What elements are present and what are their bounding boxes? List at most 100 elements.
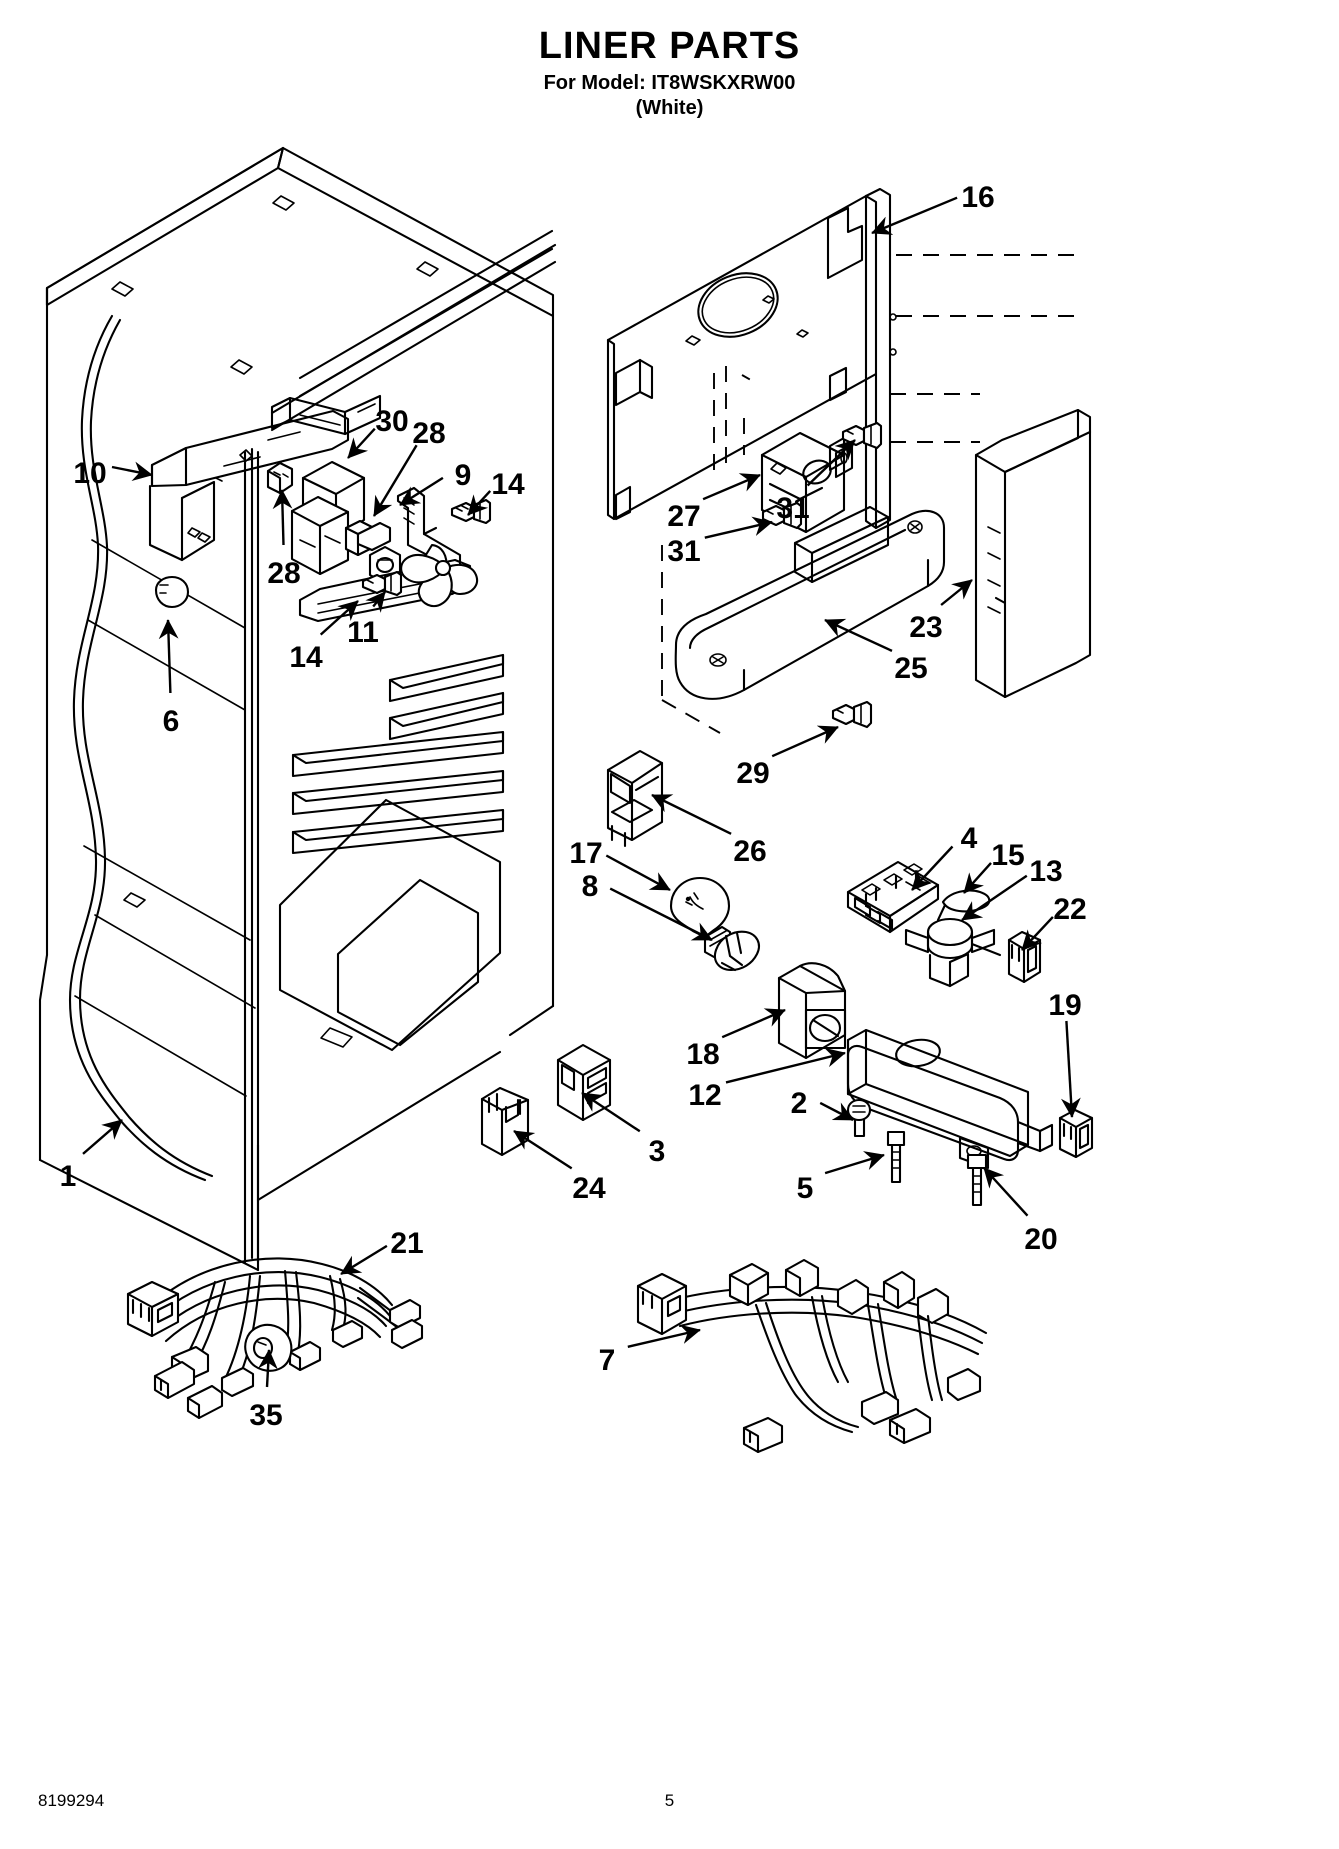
- callout-label-c31[interactable]: 31: [776, 492, 809, 525]
- callout-label-c20[interactable]: 20: [1024, 1223, 1057, 1256]
- callout-leader-8: [609, 887, 713, 942]
- callout-label-c26[interactable]: 26: [733, 835, 766, 868]
- callout-label-c5[interactable]: 5: [797, 1172, 814, 1205]
- callout-label-c35[interactable]: 35: [249, 1399, 282, 1432]
- callout-leader-10: [111, 461, 153, 482]
- part-12-control-pan: [846, 1028, 1054, 1170]
- callout-label-c28[interactable]: 28: [412, 417, 445, 450]
- callout-label-c7[interactable]: 7: [599, 1344, 616, 1377]
- callout-label-c14b[interactable]: 14: [289, 641, 323, 674]
- cabinet-liner-part-1: [38, 146, 557, 1272]
- part-31-screw-upper: [841, 421, 883, 450]
- callout-label-c13[interactable]: 13: [1029, 855, 1062, 888]
- callout-label-c18[interactable]: 18: [686, 1038, 719, 1071]
- part-8-socket: [713, 930, 760, 972]
- callout-leader-1: [82, 1119, 123, 1155]
- callout-label-c16[interactable]: 16: [961, 181, 994, 214]
- callout-leader-23: [940, 579, 973, 606]
- callout-leader-11: [365, 591, 386, 613]
- callout-label-c17[interactable]: 17: [569, 837, 602, 870]
- callout-label-c28b[interactable]: 28: [267, 557, 300, 590]
- callout-label-c10[interactable]: 10: [73, 457, 106, 490]
- callout-leader-13: [961, 874, 1028, 921]
- callout-label-c12[interactable]: 12: [688, 1079, 721, 1112]
- part-15-gasket: [941, 889, 991, 913]
- callout-leader-28: [372, 444, 418, 517]
- air-duct-cover-part-23: [674, 505, 946, 700]
- callout-label-c19[interactable]: 19: [1048, 989, 1081, 1022]
- callout-leader-15: [963, 862, 992, 894]
- callout-label-c4[interactable]: 4: [961, 822, 978, 855]
- part-35-round-connector: [244, 1323, 293, 1372]
- callout-label-c22[interactable]: 22: [1053, 893, 1086, 926]
- callout-leader-21: [340, 1244, 388, 1276]
- callout-leader-14: [319, 600, 359, 636]
- rear-panel-part-16: [606, 187, 897, 530]
- callout-leader-6: [158, 619, 179, 694]
- part-19-connector: [1058, 1108, 1094, 1159]
- callout-leader-35: [258, 1349, 278, 1388]
- part-11-screw: [361, 570, 403, 597]
- callout-leader-19: [1061, 1020, 1081, 1118]
- part-28-grommet-upper: [266, 461, 294, 495]
- callout-label-c27[interactable]: 27: [667, 500, 700, 533]
- callout-leader-27: [702, 473, 761, 501]
- part-6-plug: [154, 575, 190, 609]
- callout-label-c8[interactable]: 8: [582, 870, 599, 903]
- callout-leader-3: [581, 1091, 641, 1133]
- callout-label-c24[interactable]: 24: [572, 1172, 606, 1205]
- callout-leader-18: [721, 1008, 786, 1039]
- callout-label-c9[interactable]: 9: [455, 459, 472, 492]
- part-3-connector: [556, 1043, 612, 1122]
- callout-leader-28: [272, 489, 293, 546]
- callout-label-c31b[interactable]: 31: [667, 535, 700, 568]
- callout-leader-22: [1021, 916, 1054, 951]
- part-18-light-housing: [777, 962, 847, 1060]
- page-footer: 8199294 5: [0, 1791, 1339, 1815]
- footer-part-number: 8199294: [38, 1791, 105, 1810]
- callout-leader-5: [824, 1151, 885, 1175]
- callout-leader-7: [627, 1324, 701, 1348]
- callout-label-c23[interactable]: 23: [909, 611, 942, 644]
- part-26-clip: [606, 749, 664, 848]
- evaporator-cover-panel: [974, 408, 1092, 699]
- part-5-screw: [886, 1130, 906, 1184]
- callout-label-c2[interactable]: 2: [791, 1087, 808, 1120]
- control-housing-part-27: [661, 254, 1080, 734]
- callout-label-c1[interactable]: 1: [60, 1160, 77, 1193]
- callout-label-c29[interactable]: 29: [736, 757, 769, 790]
- callout-label-c25[interactable]: 25: [894, 652, 927, 685]
- callout-leader-30: [347, 427, 376, 459]
- wire-harness-part-7: [636, 1258, 988, 1454]
- color-line: (White): [635, 97, 704, 120]
- upper-rail-bracket: [270, 394, 382, 436]
- callout-leader-9: [399, 476, 444, 507]
- callout-leader-4: [911, 845, 954, 891]
- part-22-connector: [1007, 930, 1042, 984]
- callout-label-c14[interactable]: 14: [491, 468, 525, 501]
- callout-leader-12: [725, 1047, 846, 1084]
- callout-label-c30[interactable]: 30: [375, 405, 408, 438]
- callout-label-c11[interactable]: 11: [347, 616, 379, 649]
- callout-leader-17: [605, 854, 671, 892]
- callout-leader-31: [704, 516, 773, 539]
- part-20-screw: [966, 1153, 988, 1207]
- callout-label-c6[interactable]: 6: [163, 705, 180, 738]
- callout-leader-26: [651, 793, 732, 835]
- callout-label-c21[interactable]: 21: [390, 1227, 423, 1260]
- part-24-connector: [480, 1086, 530, 1157]
- wire-harness-part-21: [126, 1257, 424, 1420]
- page-header: LINER PARTS For Model: IT8WSKXRW00 (Whit…: [0, 25, 1339, 121]
- callout-leader-14: [467, 490, 492, 516]
- callout-leader-24: [513, 1129, 573, 1170]
- callout-leader-20: [983, 1167, 1029, 1217]
- callout-label-c15[interactable]: 15: [991, 839, 1024, 872]
- footer-page-number: 5: [664, 1791, 675, 1810]
- callout-leader-31: [806, 439, 856, 487]
- model-line: For Model: IT8WSKXRW00: [543, 72, 796, 95]
- fan-blade: [400, 543, 479, 608]
- page-title: LINER PARTS: [538, 25, 801, 67]
- callout-leader-29: [771, 725, 839, 758]
- callout-label-c3[interactable]: 3: [649, 1135, 666, 1168]
